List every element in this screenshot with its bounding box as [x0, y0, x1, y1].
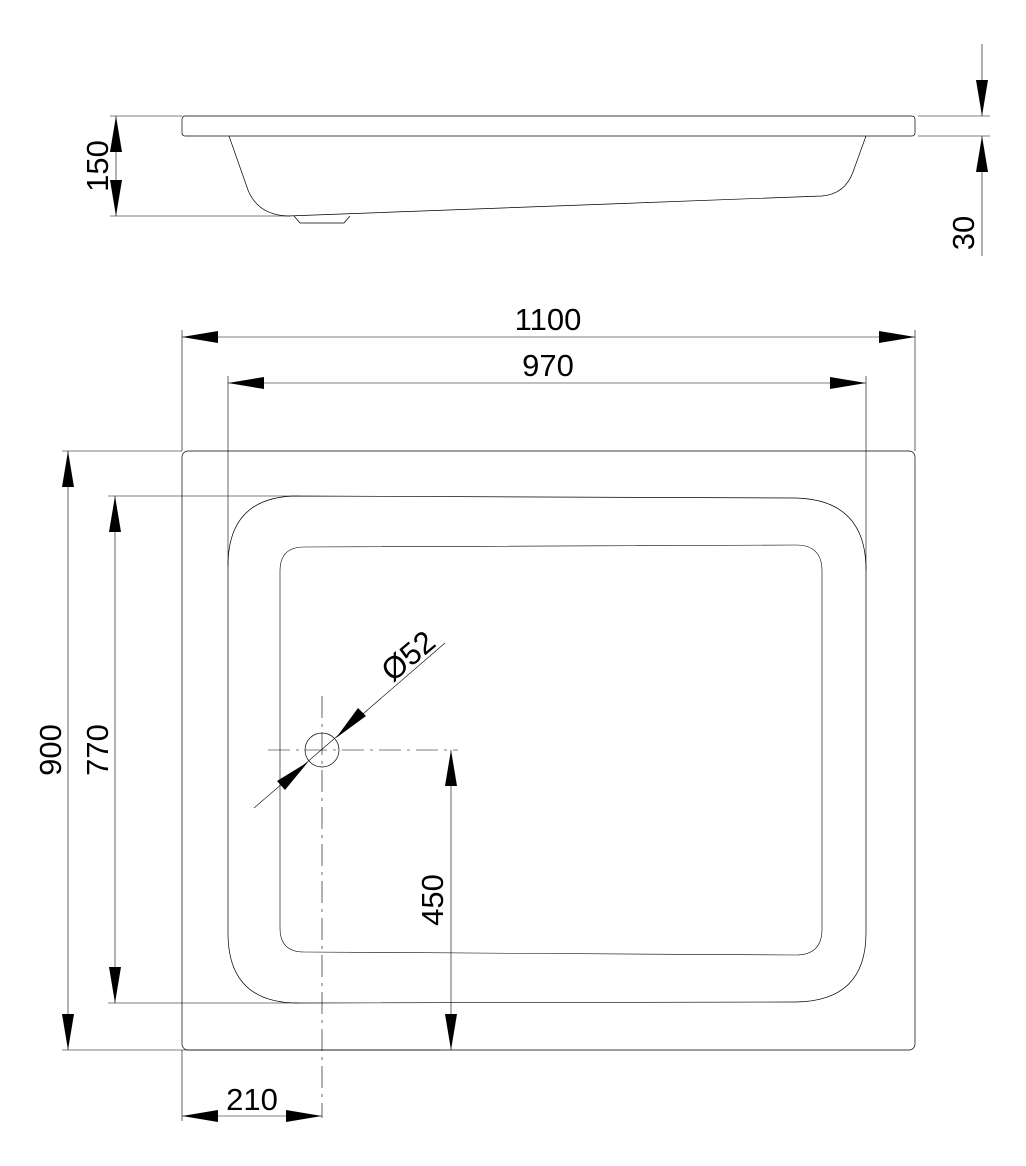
- side-basin-profile: [228, 135, 867, 217]
- dim-label-drain-diameter: Ø52: [375, 624, 442, 688]
- arrow-diameter-upper: [336, 708, 366, 738]
- arrow-450-bottom: [445, 1014, 457, 1050]
- dim-label-30: 30: [946, 216, 981, 250]
- side-rim: [181, 115, 916, 137]
- dim-label-210: 210: [226, 1082, 278, 1117]
- dim-label-770: 770: [80, 724, 115, 776]
- arrow-150-top: [110, 116, 122, 152]
- dim-label-970: 970: [522, 348, 574, 383]
- arrow-450-top: [445, 750, 457, 786]
- dim-label-450: 450: [415, 874, 450, 926]
- arrow-30-bottom: [976, 136, 988, 172]
- arrow-210-right: [286, 1110, 322, 1122]
- arrow-900-top: [62, 451, 74, 487]
- arrow-210-left: [182, 1110, 218, 1122]
- dim-label-1100: 1100: [515, 302, 582, 337]
- arrow-30-top: [976, 80, 988, 116]
- arrow-diameter-lower: [277, 762, 308, 790]
- arrow-770-bottom: [109, 967, 121, 1003]
- plan-floor-outline: [279, 544, 823, 956]
- dim-label-150: 150: [80, 140, 115, 192]
- arrow-1100-right: [879, 331, 915, 343]
- plan-view: Ø52 1100 970 900 770 450: [33, 302, 916, 1122]
- dim-label-900: 900: [33, 724, 68, 776]
- plan-basin-outline: [227, 495, 867, 1004]
- arrow-150-bottom: [110, 180, 122, 216]
- side-drain-outlet: [293, 215, 351, 224]
- arrow-770-top: [109, 496, 121, 532]
- arrow-970-right: [830, 377, 866, 389]
- side-view: 150 30: [80, 44, 990, 256]
- arrow-1100-left: [182, 331, 218, 343]
- arrow-900-bottom: [62, 1014, 74, 1050]
- arrow-970-left: [228, 377, 264, 389]
- plan-outer-outline: [181, 450, 916, 1051]
